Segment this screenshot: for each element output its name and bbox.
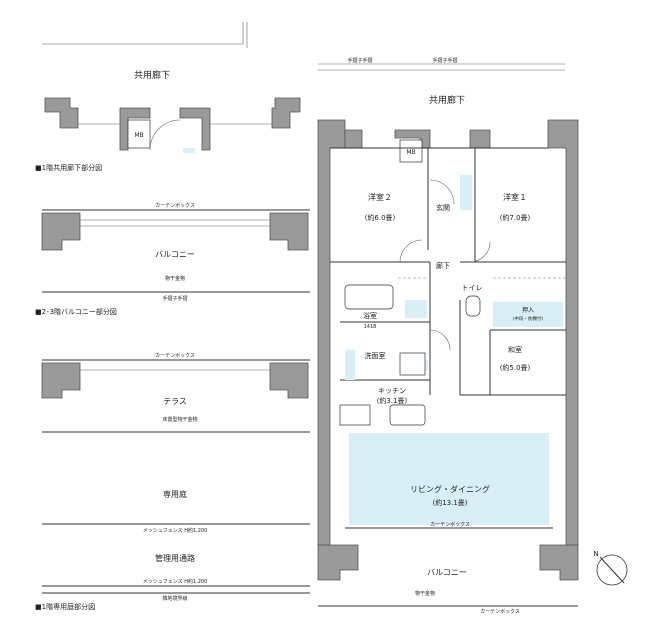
bath-size-label: 1418	[364, 324, 377, 330]
storage-label: 押入	[522, 306, 534, 314]
mesh-fence-label-2: メッシュフェンス H約1,200	[143, 578, 208, 585]
mesh-fence-label-1: メッシュフェンス H約1,200	[143, 527, 208, 534]
curtain-box-label-2: カーテンボックス	[155, 352, 195, 359]
washroom-label: 洗面室	[365, 351, 386, 360]
kitchen-area: (約3.1畳)	[377, 396, 408, 405]
caption-1f-garden: ■1階専用庭部分図	[35, 602, 95, 611]
caption-1f-corridor: ■1階共用廊下部分図	[35, 163, 102, 172]
main-plan: 手摺子手摺 手摺子手摺 共用廊下 MB	[317, 57, 628, 615]
balcony-detail-label: バルコニー	[155, 250, 195, 259]
corridor-detail-section: 共用廊下 MB ■1階共用廊下部分図	[35, 22, 301, 172]
boundary-label: 隣地境界線	[162, 595, 187, 602]
common-corridor-top-label: 共用廊下	[134, 69, 170, 81]
japanese-area: (約5.0畳)	[500, 363, 531, 372]
living-area: (約13.1畳)	[432, 498, 467, 507]
storage-sub-label: (中段・枕棚付)	[513, 315, 544, 322]
management-path-label: 管理用通路	[155, 553, 195, 563]
japanese-label: 和室	[508, 345, 522, 354]
mb-label: MB	[134, 132, 143, 139]
curtain-box-main-label: カーテンボックス	[430, 521, 470, 528]
garden-label: 専用庭	[163, 489, 187, 499]
railing-label-2: 手摺子手摺	[347, 57, 372, 64]
ac-detail-label: 物干金物	[165, 275, 185, 282]
western2-label: 洋室２	[368, 192, 392, 202]
balcony-main-label: バルコニー	[427, 568, 467, 577]
ac-main-label: 物干金物	[415, 590, 435, 597]
terrace-dry-label: 床置型物干金物	[162, 416, 197, 423]
mb-main-label: MB	[406, 149, 415, 156]
terrace-label: テラス	[163, 397, 187, 406]
compass-icon: N	[593, 550, 628, 586]
toilet-label: トイレ	[462, 284, 483, 292]
garden-detail-section: カーテンボックス テラス 床置型物干金物 専用庭 メッシュフェンス H約1,20…	[35, 352, 310, 611]
railing-label-1: 手摺子手摺	[162, 295, 187, 302]
western1-area: (約7.0畳)	[500, 213, 531, 222]
western2-area: (約6.0畳)	[365, 213, 396, 222]
living-label: リビング・ダイニング	[410, 484, 490, 494]
curtain-box-label-3: カーテンボックス	[480, 608, 520, 615]
compass-north: N	[593, 550, 598, 558]
common-corridor-main-label: 共用廊下	[429, 94, 465, 106]
kitchen-label: キッチン	[378, 387, 406, 395]
caption-23f-balcony: ■2･3階バルコニー部分図	[35, 307, 117, 316]
railing-label-3: 手摺子手摺	[432, 57, 457, 64]
bathroom-label: 浴室	[363, 311, 377, 320]
balcony-detail-section: カーテンボックス バルコニー 物干金物 手摺子手摺 ■2･3階バルコニー部分図	[35, 202, 310, 316]
western1-label: 洋室１	[503, 192, 527, 202]
hallway-label: 廊下	[436, 261, 450, 270]
entrance-label: 玄関	[436, 203, 450, 212]
curtain-box-label-1: カーテンボックス	[155, 202, 195, 209]
